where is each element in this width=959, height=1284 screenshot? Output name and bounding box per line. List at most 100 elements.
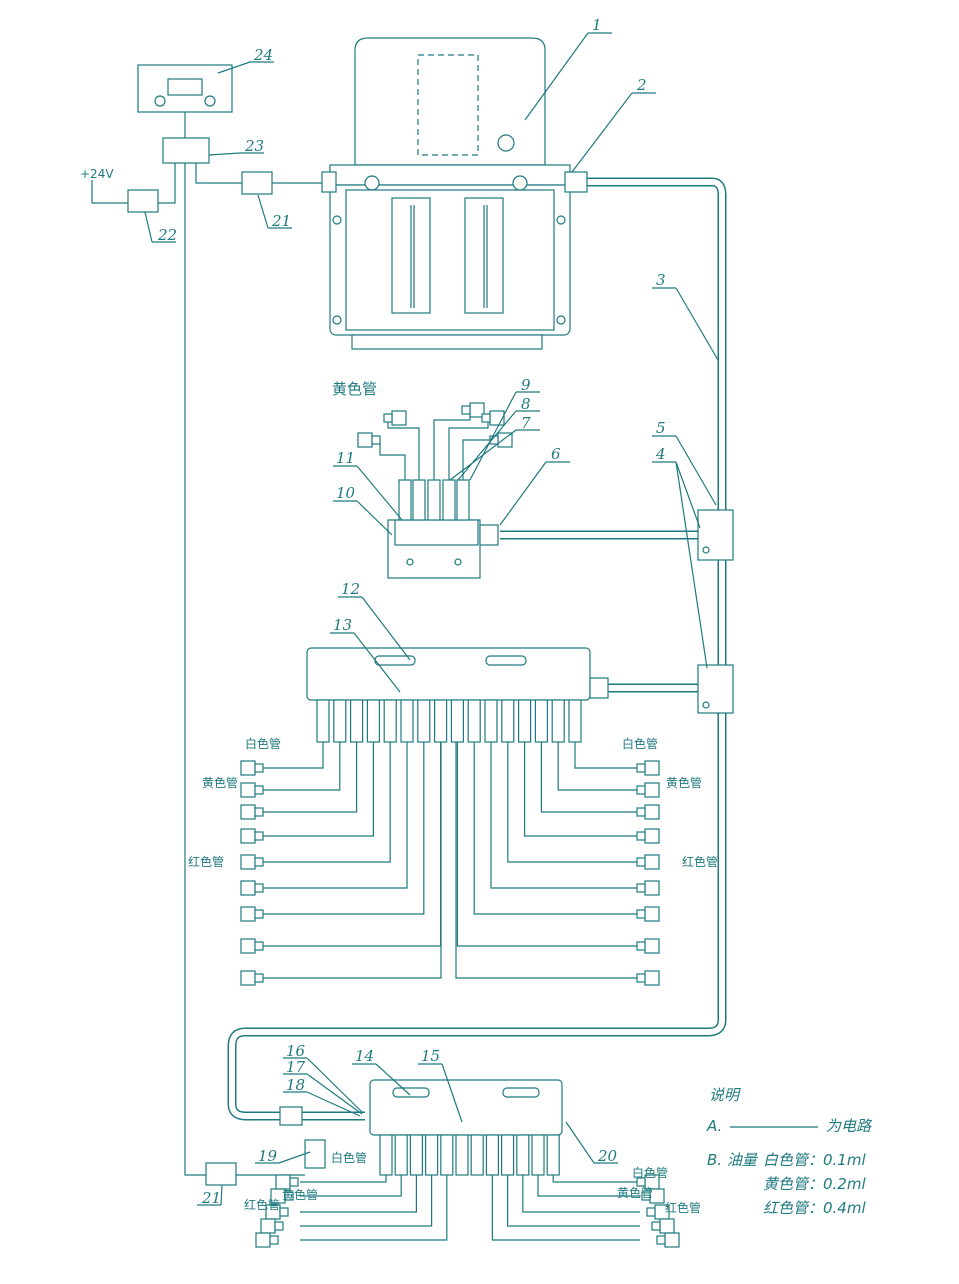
label-7: 7 (521, 414, 531, 432)
fitting-nut (254, 973, 264, 983)
label-2: 2 (636, 76, 647, 94)
meter-valve (417, 699, 431, 743)
legend-title: 说明 (709, 1086, 741, 1104)
legend-b-prefix: B. 油量 (707, 1151, 759, 1169)
tube-line (433, 412, 471, 480)
legend-a-text: 为电路 (826, 1117, 873, 1135)
meter-valve (516, 1134, 530, 1176)
fitting-nut (274, 1221, 284, 1231)
meter-valve (568, 699, 582, 743)
meter-valve (501, 1134, 515, 1176)
meter-valve (383, 699, 397, 743)
meter-valve (551, 699, 565, 743)
fitting-nut (636, 763, 646, 773)
tube-line (456, 742, 640, 947)
tube-line (300, 1175, 402, 1197)
tube-line (300, 1175, 387, 1183)
tube-line (507, 1175, 640, 1227)
tube-line (537, 1175, 640, 1197)
fitting-nut (489, 435, 499, 445)
label-4: 4 (655, 445, 666, 463)
fitting-nut (636, 857, 646, 867)
tube-line (540, 742, 640, 813)
meter-valve (485, 1134, 499, 1176)
label-1: 1 (592, 16, 602, 34)
elbow-fitting (240, 854, 256, 870)
elbow-fitting (391, 410, 407, 426)
tube-line (300, 1175, 433, 1227)
label-24: 24 (253, 46, 273, 64)
meter-valve (546, 1134, 560, 1176)
tube-line (262, 742, 442, 947)
tube-white-label: 白色管 (245, 736, 281, 751)
label-13: 13 (333, 616, 352, 634)
label-9: 9 (521, 376, 531, 394)
tube-line (557, 742, 640, 791)
fitting-nut (279, 1207, 289, 1217)
distributor-large (306, 647, 609, 701)
meter-valve (467, 699, 481, 743)
fitting-nut (656, 1235, 666, 1245)
meter-valve (450, 699, 464, 743)
tube-line (262, 742, 391, 863)
tube-line (522, 1175, 640, 1213)
tube-red-label: 红色管 (188, 854, 224, 869)
elbow-fitting (275, 1174, 291, 1190)
meter-valve (470, 1134, 484, 1176)
label-18: 18 (286, 1076, 305, 1094)
elbow-fitting (357, 432, 373, 448)
meter-valve (350, 699, 364, 743)
elbow-fitting (644, 828, 660, 844)
elbow-fitting (644, 854, 660, 870)
bottom-distributor-outlets (255, 1134, 680, 1248)
label-3: 3 (656, 271, 666, 289)
tube-line (491, 1175, 640, 1241)
label-10: 10 (336, 484, 356, 502)
tube-line (262, 742, 374, 837)
fitting-nut (646, 1207, 656, 1217)
label-15: 15 (421, 1047, 440, 1065)
fitting-nut (254, 909, 264, 919)
label-17: 17 (286, 1058, 306, 1076)
fitting-nut (269, 1235, 279, 1245)
fitting-nut (383, 413, 393, 423)
label-23: 23 (244, 137, 264, 155)
legend-white: 白色管：0.1ml (763, 1151, 866, 1169)
tube-yellow-label: 黄色管 (666, 775, 702, 790)
tube-line (490, 742, 640, 889)
fitting-nut (254, 785, 264, 795)
elbow-fitting (240, 828, 256, 844)
leader-lines (144, 32, 818, 1206)
fitting-nut (254, 883, 264, 893)
meter-valve (400, 699, 414, 743)
tube-line (262, 742, 324, 769)
meter-valve (425, 1134, 439, 1176)
elbow-fitting (644, 880, 660, 896)
elbow-fitting (240, 760, 256, 776)
elbow-fitting (644, 906, 660, 922)
elbow-fitting (644, 938, 660, 954)
fitting-nut (481, 413, 491, 423)
label-14: 14 (355, 1047, 374, 1065)
label-19: 19 (258, 1147, 278, 1165)
fitting-nut (651, 1221, 661, 1231)
distributor-bottom (369, 1079, 563, 1136)
tube-line (574, 742, 640, 769)
elbow-fitting (240, 938, 256, 954)
meter-valve (442, 479, 456, 521)
meter-valve (379, 1134, 393, 1176)
fitting-nut (636, 831, 646, 841)
meter-valve (398, 479, 412, 521)
tube-white-label: 白色管 (632, 1165, 668, 1180)
tube-line (473, 742, 640, 915)
tube-line (524, 742, 640, 837)
controller-24 (137, 64, 233, 113)
meter-valve (394, 1134, 408, 1176)
tube-line (262, 742, 341, 791)
elbow-fitting (659, 1218, 675, 1234)
label-6: 6 (551, 445, 561, 463)
tube-line (262, 742, 442, 979)
fitting-nut (254, 831, 264, 841)
tube-line (379, 440, 406, 480)
